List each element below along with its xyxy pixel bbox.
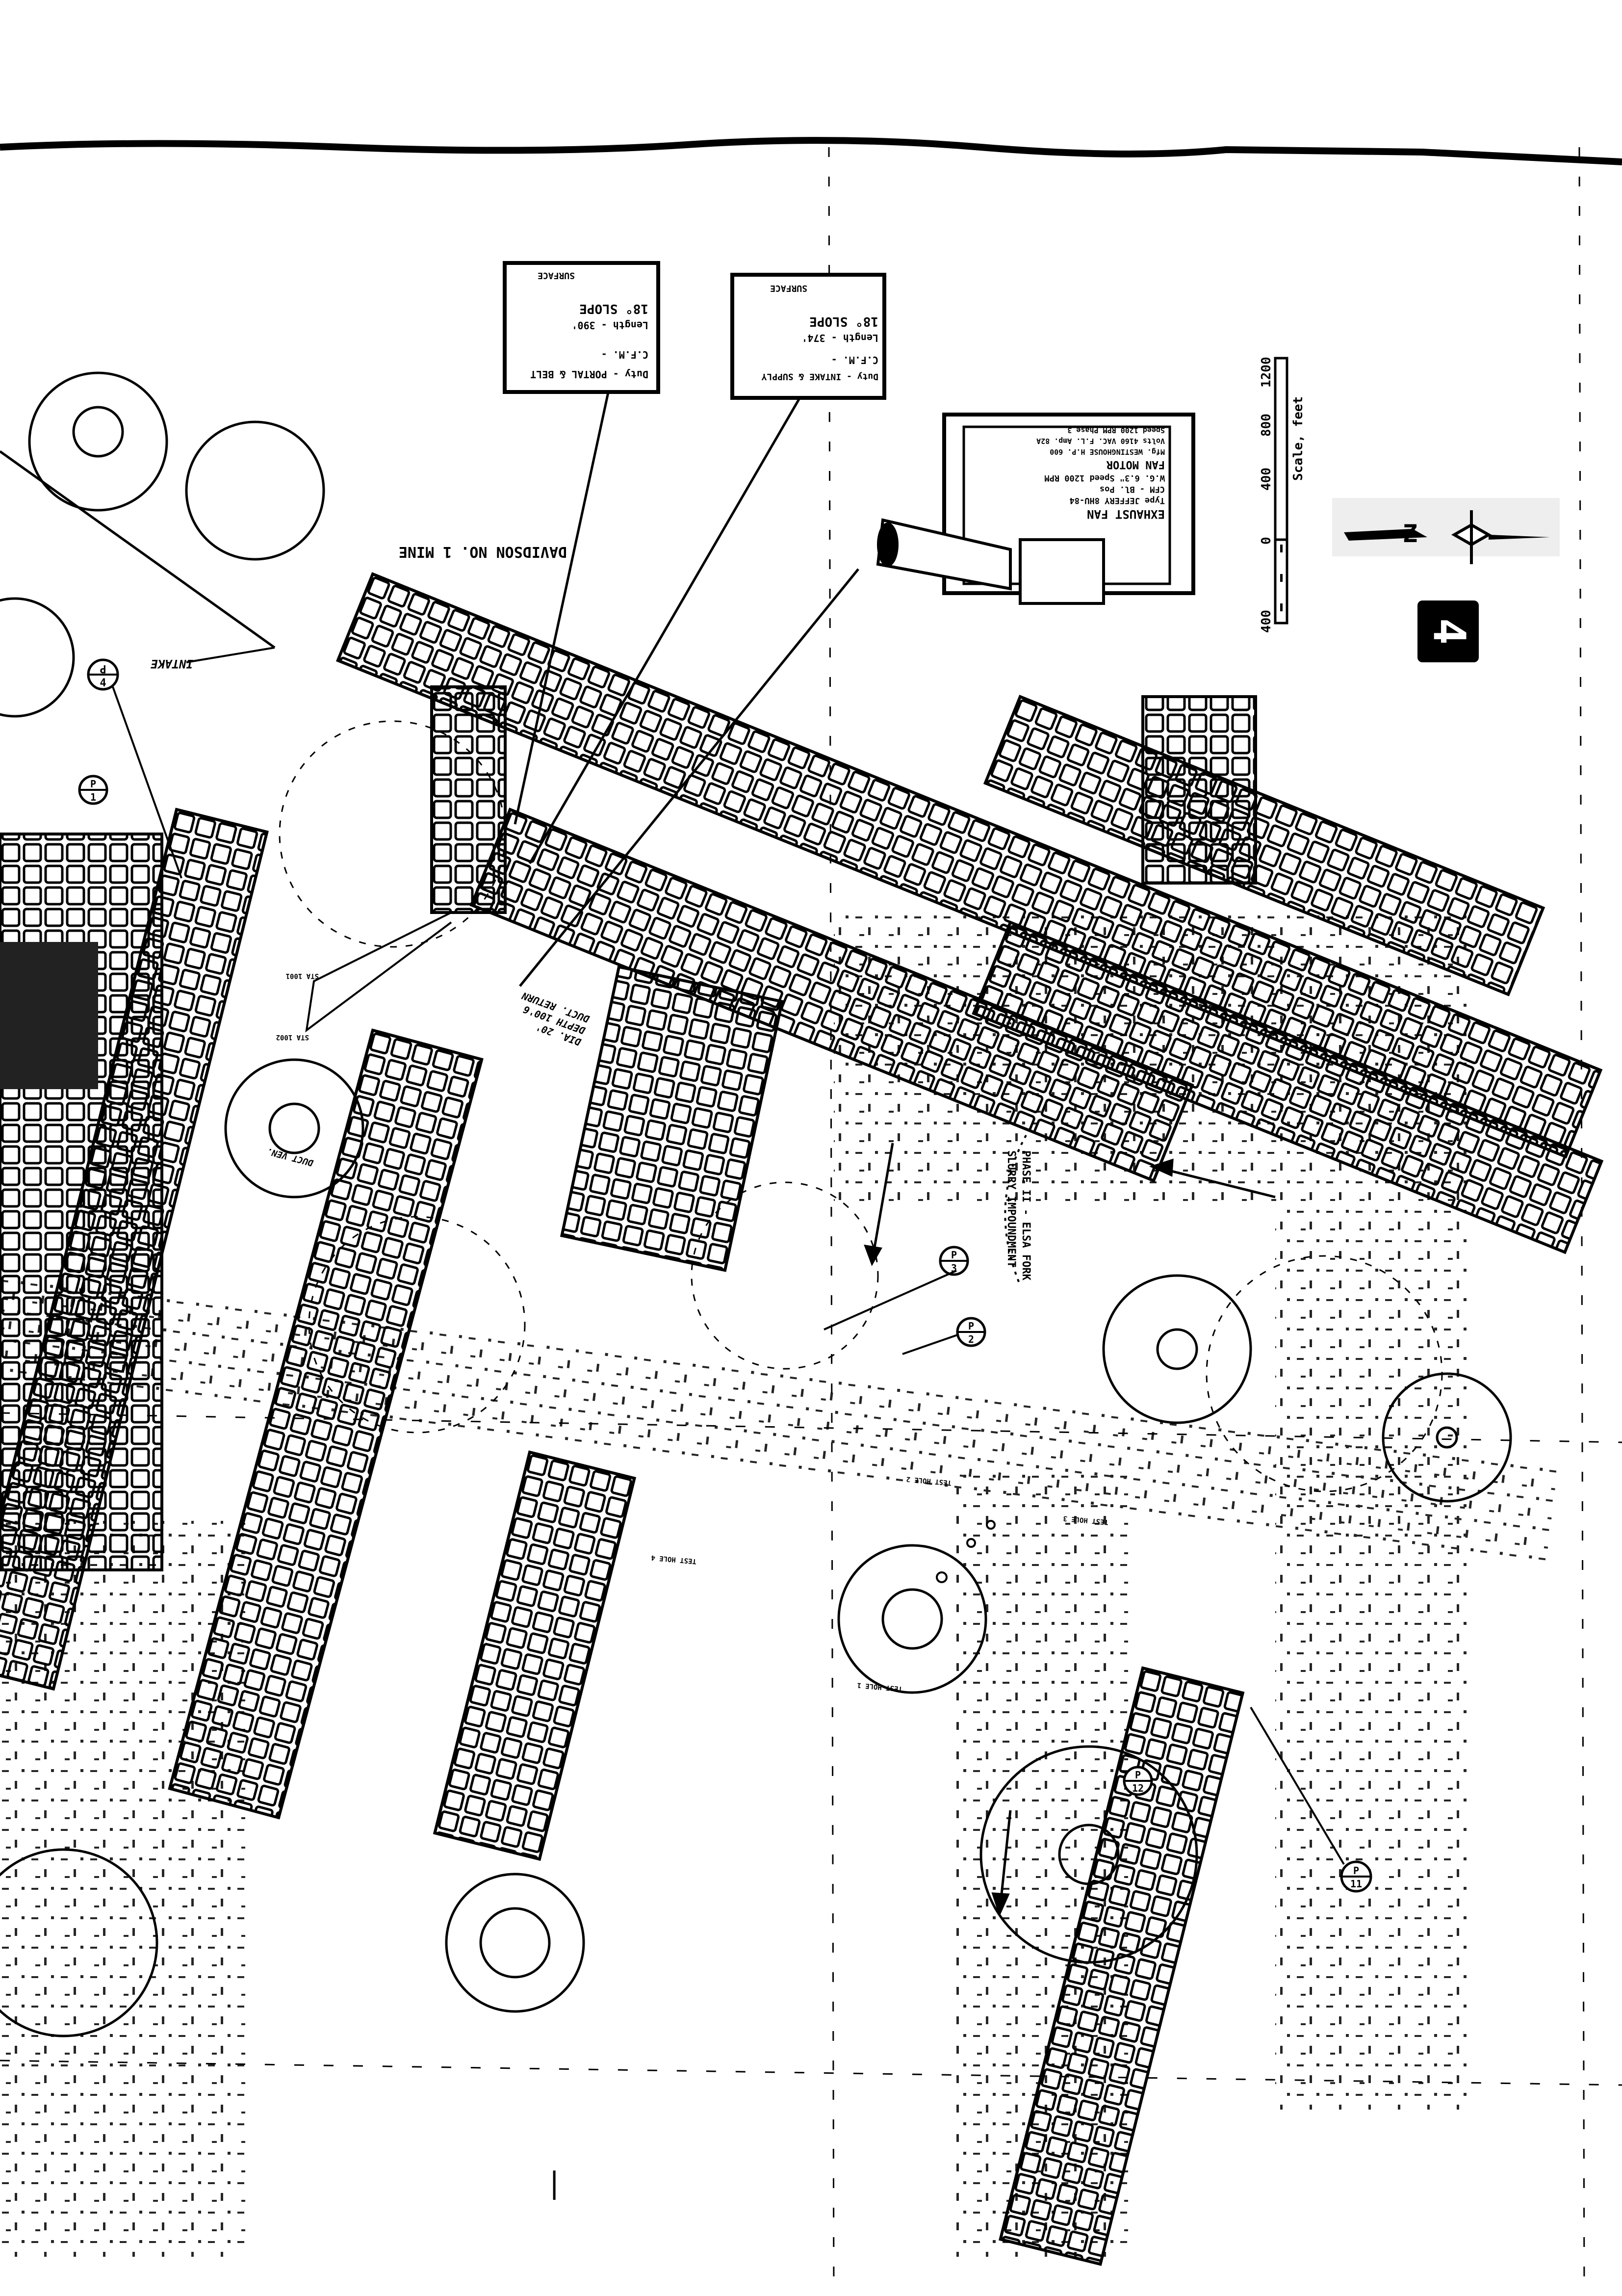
fan-title: EXHAUST FAN	[1087, 507, 1165, 521]
exhaust-fan-box: EXHAUST FAN Type JEFFERY 8HU-84 CFM - Bl…	[876, 413, 1195, 605]
fan-type: Type JEFFERY 8HU-84	[1070, 496, 1165, 505]
test-hole-label: TEST HOLE 1	[857, 1681, 903, 1693]
piezometer-label: P	[1353, 1865, 1359, 1877]
pillar-circles	[0, 371, 1512, 2037]
slope-duty: Duty - PORTAL & BELT	[530, 368, 648, 380]
slope-info-box-portal: Duty - PORTAL & BELT C.F.M. - Length - 3…	[503, 261, 660, 394]
fan-mfg: Mfg. WESTINGHOUSE H.P. 600	[1050, 447, 1165, 456]
slope-length: Length - 374'	[801, 332, 878, 344]
survey-traverse	[305, 912, 452, 1033]
test-hole-markers	[936, 1520, 996, 1583]
scale-tick: 1200	[1259, 357, 1274, 388]
piezometer-number: 12	[1132, 1782, 1144, 1794]
piezometer-number: 2	[968, 1333, 974, 1345]
north-arrow-icon: Z	[1332, 498, 1560, 564]
leader-lines	[112, 686, 1345, 1865]
torn-edge	[0, 137, 1622, 165]
south-block	[433, 1450, 637, 1861]
fan-speed: Speed 1200 RPM Phase 3	[1067, 426, 1165, 435]
slope-cfm: C.F.M. -	[601, 349, 648, 361]
fan-volts: Volts 4160 VAC. F.L. Amp. 82A	[1036, 437, 1165, 445]
scale-tick: 400	[1259, 610, 1274, 633]
svg-text:Z: Z	[1403, 520, 1417, 548]
map-number: 4	[1423, 618, 1475, 645]
fan-cfm: CFM - Bl. Pos	[1100, 484, 1165, 494]
piezometer-markers: P 4 P 1 P 2 P 3 P 12 P 11	[78, 658, 1372, 1893]
impoundment-boundary	[1004, 1127, 1031, 1286]
leader-line	[528, 397, 801, 864]
leader-line	[514, 392, 610, 825]
scale-tick: 800	[1259, 414, 1274, 437]
slope-angle: 18° SLOPE	[579, 301, 648, 316]
slope-length: Length - 390'	[571, 319, 648, 331]
stray-mark: |	[549, 2166, 559, 2200]
slope-surface: SURFACE	[770, 283, 807, 293]
leader-line	[186, 647, 275, 663]
survey-line	[0, 450, 276, 649]
fan-wg: W.G. 6.3" Speed 1200 RPM	[1044, 473, 1165, 483]
slope-info-box-intake: Duty - INTAKE & SUPPLY C.F.M. - Length -…	[730, 273, 886, 400]
piezometer-label: P	[968, 1320, 974, 1332]
station-label: STA 1002	[276, 1033, 309, 1041]
scale-tick: 0	[1259, 537, 1274, 545]
scale-bar: 400 0 400 800 1200 Scale, feet	[1259, 357, 1306, 633]
slope-duty: Duty - INTAKE & SUPPLY	[761, 371, 878, 382]
dashed-circles	[279, 720, 1443, 1492]
fan-motor-title: FAN MOTOR	[1106, 458, 1165, 470]
dark-area	[0, 942, 98, 1089]
block-north	[1141, 695, 1257, 885]
piezometer-label: P	[951, 1249, 957, 1261]
piezometer-number: 4	[100, 677, 106, 689]
airflow-arrows	[864, 1143, 1276, 1917]
slope-angle: 18° SLOPE	[809, 314, 878, 329]
piezometer-number: 1	[90, 791, 96, 803]
piezometer-label: P	[1135, 1769, 1141, 1781]
slope-cfm: C.F.M. -	[831, 354, 878, 366]
slope-surface: SURFACE	[538, 270, 575, 281]
impoundment-line-1: PHASE II - ELSA FORK	[1020, 1150, 1032, 1281]
vertical-block	[430, 685, 507, 914]
mine-name-label: DAVIDSON NO. 1 MINE	[399, 543, 567, 560]
test-hole-label: TEST HOLE 4	[651, 1553, 697, 1565]
leader-line	[519, 568, 859, 987]
scale-title: Scale, feet	[1291, 396, 1306, 481]
central-block	[560, 965, 784, 1272]
scale-tick: 400	[1259, 468, 1274, 491]
impoundment-line-2: SLURRY IMPOUNDMENT	[1005, 1150, 1017, 1267]
intake-label: INTAKE	[151, 657, 193, 671]
impoundment-label: PHASE II - ELSA FORK SLURRY IMPOUNDMENT	[1005, 1150, 1032, 1281]
station-label: STA 1001	[286, 972, 319, 980]
shaft-label: DIA. 20' DEPTH 100'6 DUCT. RETURN	[520, 990, 592, 1048]
piezometer-number: 11	[1350, 1878, 1362, 1890]
abandoned-workings	[0, 908, 1558, 2257]
piezometer-label: P	[100, 662, 106, 675]
map-number-badge: 4	[1417, 600, 1479, 662]
piezometer-label: P	[90, 778, 96, 790]
